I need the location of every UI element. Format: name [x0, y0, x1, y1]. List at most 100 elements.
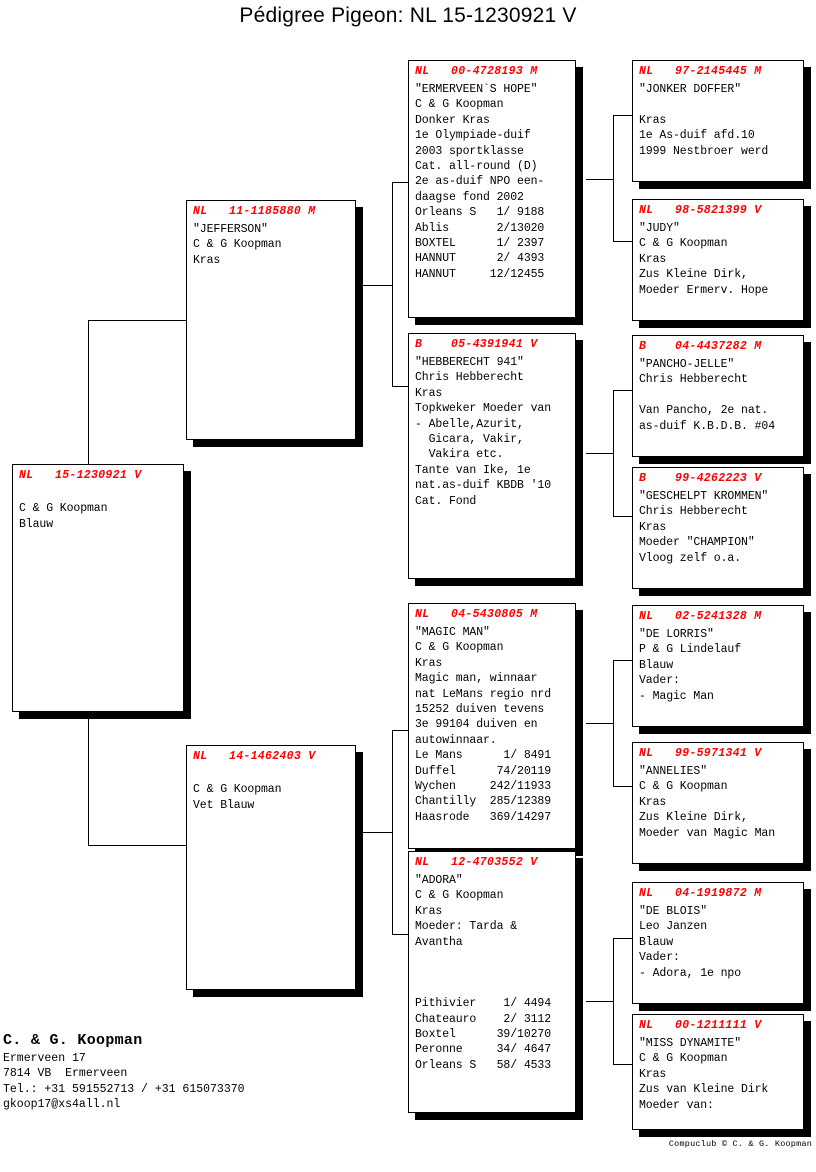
pedigree-box-sire-dam[interactable]: B 05-4391941 V "HEBBERECHT 941" Chris Heb…	[408, 333, 576, 579]
connector-sire-stub	[361, 285, 393, 286]
ring-number: NL 11-1185880 M	[193, 205, 316, 218]
box-text-line: C & G Koopman	[639, 237, 728, 251]
owner-block: C. & G. Koopman Ermerveen 17 7814 VB Erm…	[3, 1030, 333, 1113]
box-text-line: C & G Koopman	[639, 1052, 728, 1066]
box-text-line: 1e Olympiade-duif	[415, 129, 531, 143]
connector-subject-stub-up	[88, 440, 89, 465]
connector-ss-to-dam	[613, 241, 633, 242]
box-text-line: C & G Koopman	[193, 783, 282, 797]
box-text-line: Kras	[639, 520, 667, 534]
connector-subject-stub-down	[88, 712, 89, 736]
box-text-line: Vloog zelf o.a.	[639, 551, 742, 565]
box-text-line: Magic man, winnaar	[415, 672, 538, 686]
box-text-line: Moeder van Magic Man	[639, 826, 776, 840]
connector-subject-to-dam	[88, 845, 186, 846]
box-text-line: Moeder Ermerv. Hope	[639, 283, 769, 297]
connector-dd-to-sire	[613, 938, 633, 939]
box-text-line: Zus Kleine Dirk,	[639, 811, 748, 825]
box-text-line: "PANCHO-JELLE"	[639, 358, 735, 371]
ring-number: B 04-4437282 M	[639, 340, 762, 353]
pedigree-box-sire-sire[interactable]: NL 00-4728193 M "ERMERVEEN`S HOPE"C & G …	[408, 60, 576, 318]
box-text-line: "HEBBERECHT 941"	[415, 356, 524, 369]
connector-dam-to-ds	[392, 730, 409, 731]
credit-line: Compuclub © C. & G. Koopman	[668, 1139, 812, 1149]
box-text-line: 1e As-duif afd.10	[639, 129, 755, 143]
box-text-line: Moeder van:	[639, 1098, 714, 1112]
pedigree-box-sd-dam[interactable]: B 99-4262223 V "GESCHELPT KROMMEN" Chris …	[632, 467, 804, 589]
pedigree-box-sire[interactable]: NL 11-1185880 M "JEFFERSON"C & G Koopman…	[186, 200, 356, 440]
box-text-line: Vader:	[639, 674, 680, 688]
box-text-line: - Adora, 1e npo	[639, 966, 742, 980]
box-text-line: 2003 sportklasse	[415, 144, 524, 158]
pedigree-box-dd-dam[interactable]: NL 00-1211111 V "MISS DYNAMITE" C & G Koo…	[632, 1014, 804, 1130]
box-text-line: Zus van Kleine Dirk	[639, 1083, 769, 1097]
owner-address-line1: Ermerveen 17	[3, 1052, 86, 1065]
box-text-line: as-duif K.B.D.B. #04	[639, 419, 776, 433]
box-text-line: Vader:	[639, 951, 680, 965]
box-text-line: daagse fond 2002	[415, 190, 524, 204]
box-text-line: BOXTEL 1/ 2397	[415, 237, 545, 251]
box-text-line: Chris Hebberecht	[415, 371, 524, 385]
box-text-line: Cat. all-round (D)	[415, 160, 538, 174]
box-text-line: HANNUT 2/ 4393	[415, 252, 545, 266]
ring-number: NL 02-5241328 M	[639, 610, 762, 623]
box-text-line: Boxtel 39/10270	[415, 1028, 552, 1042]
box-text-line: Tante van Ike, 1e	[415, 463, 531, 477]
ring-number: NL 04-5430805 M	[415, 608, 538, 621]
connector-dd-to-dam	[613, 1064, 633, 1065]
ring-number: B 99-4262223 V	[639, 472, 762, 485]
ring-number: NL 00-1211111 V	[639, 1019, 762, 1032]
pedigree-box-ds-sire[interactable]: NL 02-5241328 M "DE LORRIS"P & G Lindela…	[632, 605, 804, 727]
connector-ds-stub	[586, 723, 614, 724]
box-text-line	[415, 950, 570, 965]
box-text-line: C & G Koopman	[19, 502, 108, 516]
pedigree-box-dam-sire[interactable]: NL 04-5430805 M "MAGIC MAN" C & G Koopman…	[408, 603, 576, 849]
box-text-line: "ERMERVEEN`S HOPE"	[415, 83, 538, 96]
box-text-line: Blauw	[19, 517, 54, 531]
connector-sd-stub	[586, 453, 614, 454]
connector-subject-to-sire	[88, 320, 186, 321]
box-text-line: 2e as-duif NPO een-	[415, 175, 545, 189]
page-title: Pédigree Pigeon: NL 15-1230921 V	[239, 4, 577, 27]
box-text-line: - Magic Man	[639, 689, 714, 703]
box-text-line: "MAGIC MAN"	[415, 626, 490, 639]
box-text-line: Orleans S 58/ 4533	[415, 1058, 552, 1072]
box-text-line: nat LeMans regio nrd	[415, 687, 552, 701]
box-text-line: Zus Kleine Dirk,	[639, 268, 748, 282]
box-text-line: Kras	[639, 113, 667, 127]
owner-address-line2: 7814 VB Ermerveen	[3, 1067, 128, 1081]
connector-dam-stub	[361, 832, 393, 833]
connector-sire-to-sd	[392, 386, 409, 387]
pedigree-box-sd-sire[interactable]: B 04-4437282 M "PANCHO-JELLE"Chris Hebbe…	[632, 335, 804, 457]
owner-phone: Tel.: +31 591552713 / +31 615073370	[3, 1082, 245, 1096]
box-text-line: C & G Koopman	[415, 641, 504, 655]
box-text-line: "ANNELIES"	[639, 765, 708, 778]
connector-sire-gen2-vertical	[392, 182, 393, 386]
box-text-line: "MISS DYNAMITE"	[639, 1037, 742, 1050]
ring-number: NL 14-1462403 V	[193, 750, 316, 763]
ring-number: NL 12-4703552 V	[415, 856, 538, 869]
box-text-line: Chris Hebberecht	[639, 505, 748, 519]
box-text-line: C & G Koopman	[415, 889, 504, 903]
box-text-line: "GESCHELPT KROMMEN"	[639, 490, 769, 503]
ring-number: B 05-4391941 V	[415, 338, 538, 351]
box-text-line: "JEFFERSON"	[193, 223, 268, 236]
owner-email: gkoop17@xs4all.nl	[3, 1098, 121, 1112]
box-text-line: "ADORA"	[415, 874, 463, 887]
box-text-line	[19, 486, 178, 501]
